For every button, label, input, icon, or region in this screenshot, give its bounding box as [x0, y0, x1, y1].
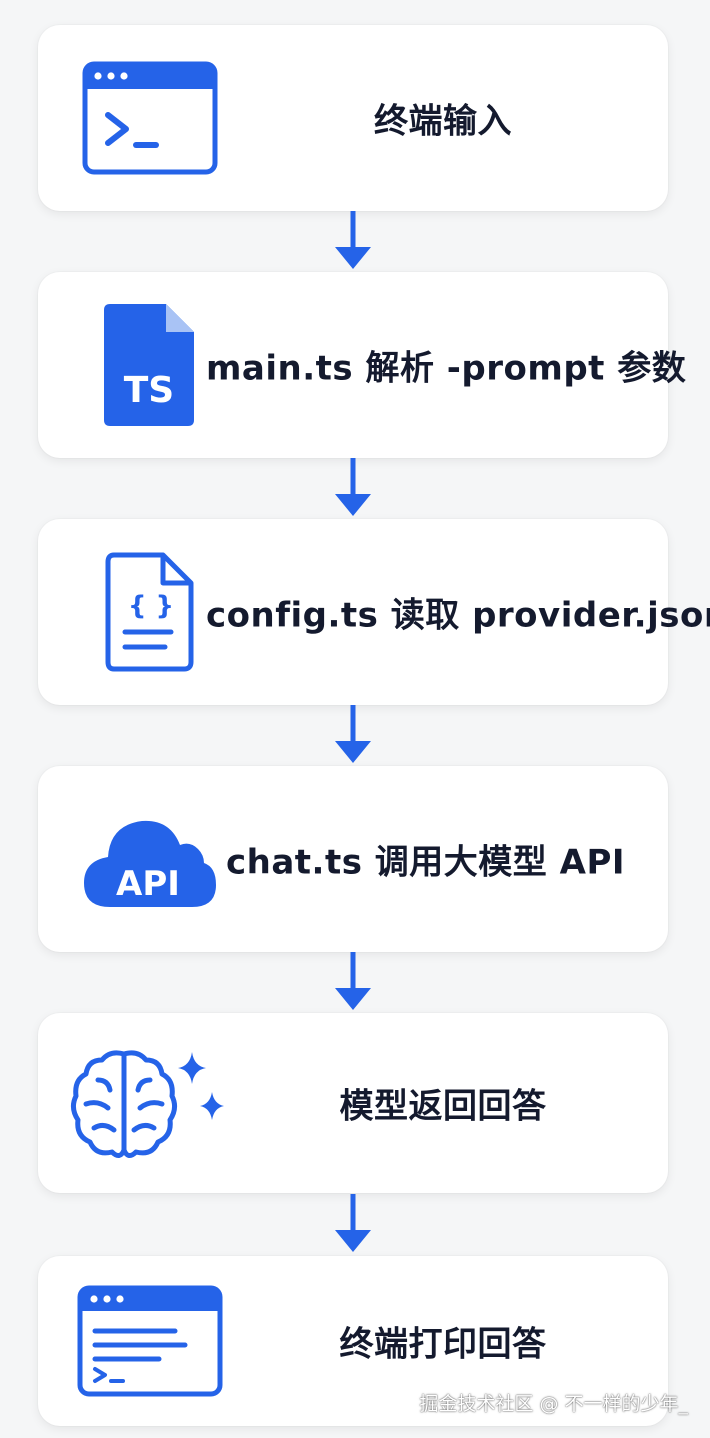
step-card-model-response: 模型返回回答 [38, 1013, 668, 1193]
step-card-terminal-input: 终端输入 [38, 25, 668, 211]
json-icon-text: { } [128, 591, 174, 621]
arrow-down-icon [335, 458, 371, 516]
step-label: 终端打印回答 [339, 1324, 547, 1365]
terminal-icon [60, 53, 240, 183]
arrow-down-icon [335, 211, 371, 269]
step-card-terminal-output: 终端打印回答 [38, 1256, 668, 1426]
step-label: main.ts 解析 -prompt 参数 [206, 348, 687, 389]
step-label: 终端输入 [374, 101, 512, 142]
step-label: 模型返回回答 [339, 1086, 547, 1127]
step-label: chat.ts 调用大模型 API [226, 842, 626, 883]
arrow-down-icon [335, 952, 371, 1010]
step-card-main-ts: TS main.ts 解析 -prompt 参数 [38, 272, 686, 458]
terminal-output-icon [60, 1276, 240, 1406]
watermark: 掘金技术社区 @ 不一样的少年_ [419, 1393, 688, 1415]
json-file-icon: { } [60, 547, 240, 677]
ts-icon-text: TS [124, 370, 174, 411]
api-icon-text: API [116, 864, 180, 904]
api-cloud-icon: API [60, 794, 240, 924]
step-label: config.ts 读取 provider.json [206, 595, 710, 636]
step-card-chat-ts: API chat.ts 调用大模型 API [38, 766, 668, 952]
step-card-config-ts: { } config.ts 读取 provider.json [38, 519, 710, 705]
arrow-down-icon [335, 1194, 371, 1252]
brain-sparkle-icon [60, 1038, 240, 1168]
typescript-file-icon: TS [60, 300, 240, 430]
arrow-down-icon [335, 705, 371, 763]
